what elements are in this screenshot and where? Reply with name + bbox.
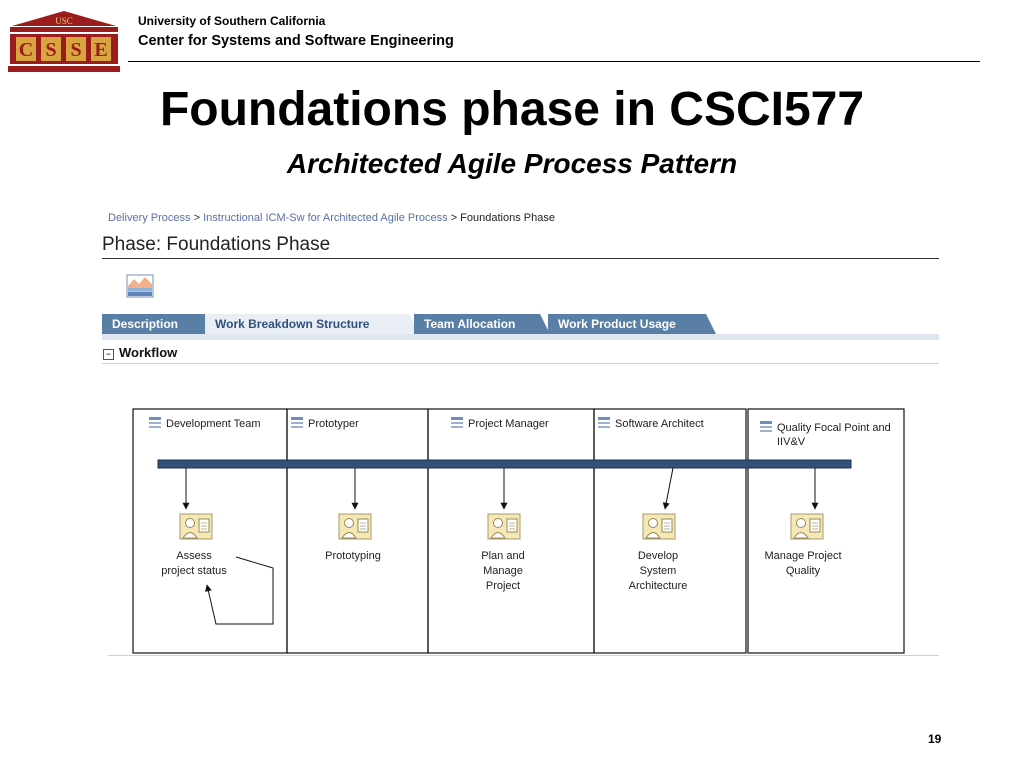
activity-develop-system-architecture[interactable]: Develop System Architecture	[610, 549, 706, 594]
logo-letter: C	[19, 39, 33, 61]
header-divider	[128, 61, 980, 62]
logo-letters: C S S E	[16, 37, 111, 61]
lane-title-software-architect[interactable]: Software Architect	[615, 418, 704, 430]
breadcrumb-current: > Foundations Phase	[450, 212, 555, 224]
activity-assess-project-status[interactable]: Assess project status	[146, 549, 242, 579]
workflow-section-title: Workflow	[119, 345, 178, 360]
page-number: 19	[928, 732, 942, 746]
breadcrumb-link-delivery-process[interactable]: Delivery Process	[108, 212, 191, 224]
activity-label-line: project status	[161, 565, 227, 577]
breadcrumb: Delivery Process > Instructional ICM-Sw …	[108, 212, 555, 224]
activity-label-line: Architecture	[628, 580, 688, 592]
lane-title-line: Quality Focal Point and	[777, 422, 891, 434]
activity-label-line: Project	[485, 580, 521, 592]
activity-plan-and-manage-project[interactable]: Plan and Manage Project	[455, 549, 551, 594]
activity-prototyping[interactable]: Prototyping	[305, 549, 401, 564]
tab-work-product-usage[interactable]: Work Product Usage	[548, 314, 716, 334]
role-icon	[291, 417, 303, 428]
collapse-icon[interactable]: −	[103, 349, 114, 360]
role-icon	[149, 417, 161, 428]
activity-manage-project-quality[interactable]: Manage Project Quality	[752, 549, 854, 579]
slide-subtitle: Architected Agile Process Pattern	[286, 148, 738, 179]
diagram-bottom-divider	[108, 655, 939, 656]
tab-content-bar	[102, 334, 939, 340]
lane-title-development-team[interactable]: Development Team	[166, 418, 261, 430]
fork-bar	[157, 459, 852, 469]
role-icon	[598, 417, 610, 428]
lane-title-line: IIV&V	[777, 436, 806, 448]
activity-label-line: Plan and	[481, 550, 525, 562]
lane-title-project-manager[interactable]: Project Manager	[468, 418, 549, 430]
activity-label-line: Prototyping	[325, 550, 381, 562]
org-university: University of Southern California	[138, 14, 326, 28]
swimlane-frames	[132, 408, 905, 654]
activity-icons	[179, 513, 824, 540]
lane-title-prototyper[interactable]: Prototyper	[308, 418, 359, 430]
logo-letter: S	[70, 39, 81, 61]
activity-label-line: Manage	[483, 565, 523, 577]
role-icon	[451, 417, 463, 428]
logo-top-text: USC	[55, 16, 73, 26]
phase-divider	[102, 258, 939, 259]
tab-team-allocation[interactable]: Team Allocation	[414, 314, 550, 334]
phase-title: Phase: Foundations Phase	[102, 234, 331, 255]
lane-title-quality-focal-point[interactable]: Quality Focal Point and IIV&V	[777, 421, 891, 449]
flow-arrows	[182, 467, 819, 510]
loop-arrow	[205, 556, 274, 625]
activity-label-line: System	[639, 565, 677, 577]
breadcrumb-separator: >	[193, 212, 201, 224]
phase-icon	[126, 274, 154, 298]
workflow-divider	[102, 363, 939, 364]
role-icon	[760, 421, 772, 432]
activity-label-line: Assess	[176, 550, 212, 562]
breadcrumb-link-icm-sw[interactable]: Instructional ICM-Sw for Architected Agi…	[203, 212, 448, 224]
usc-csse-logo: USC C S S E	[8, 11, 120, 72]
activity-label-line: Quality	[785, 565, 821, 577]
logo-letter: S	[45, 39, 56, 61]
logo-letter: E	[94, 39, 107, 61]
org-center: Center for Systems and Software Engineer…	[138, 33, 454, 49]
slide-title: Foundations phase in CSCI577	[159, 83, 865, 136]
activity-label-line: Manage Project	[764, 550, 842, 562]
activity-label-line: Develop	[637, 550, 679, 562]
